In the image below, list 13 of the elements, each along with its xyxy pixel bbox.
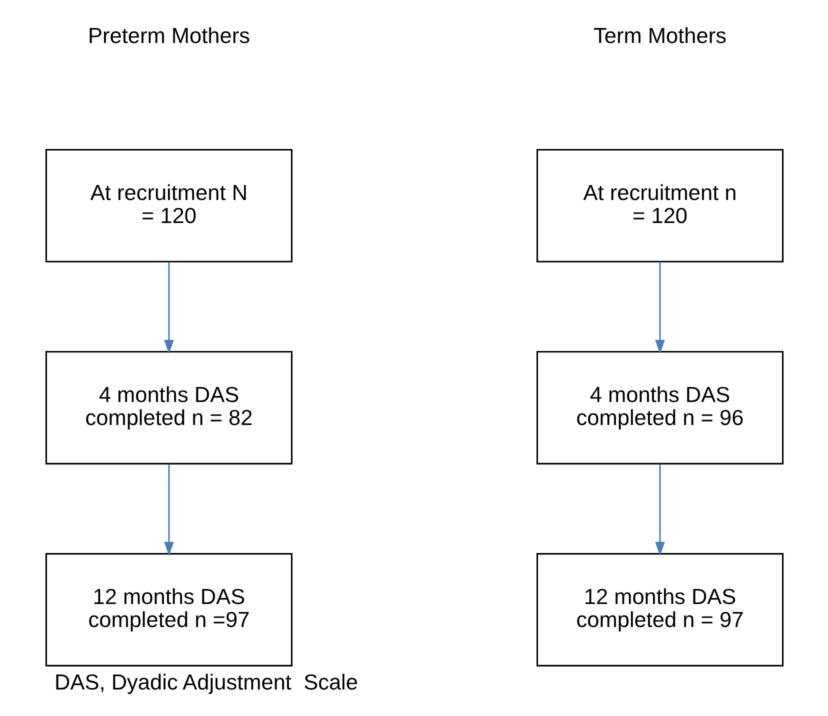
arrow — [654, 464, 664, 556]
node-box: At recruitment n = 120 — [536, 149, 784, 262]
label: Preterm Mothers — [87, 22, 250, 48]
node-box: 12 months DAS completed n = 97 — [536, 553, 784, 666]
node-box: At recruitment N = 120 — [44, 149, 292, 262]
label: Term Mothers — [593, 22, 726, 48]
arrow — [164, 262, 174, 354]
arrow — [164, 464, 174, 556]
node-box: 12 months DAS completed n =97 — [44, 553, 292, 666]
node-box: 4 months DAS completed n = 82 — [44, 351, 292, 464]
arrow — [654, 262, 664, 354]
caption: DAS, Dyadic Adjustment Scale — [54, 669, 358, 694]
node-box: 4 months DAS completed n = 96 — [536, 351, 784, 464]
